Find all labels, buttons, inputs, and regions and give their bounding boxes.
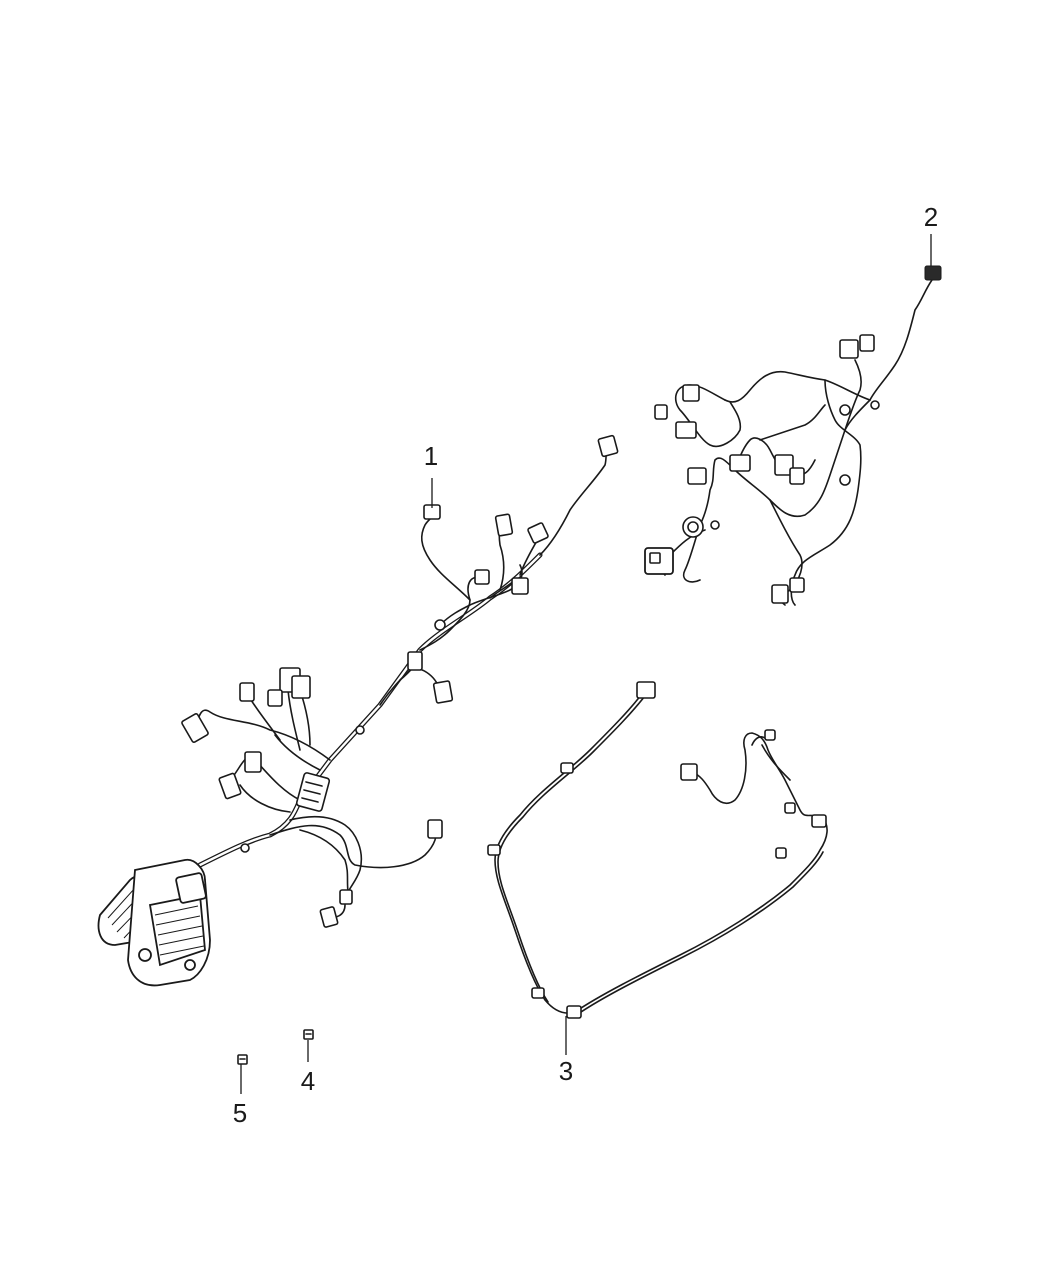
connector bbox=[474, 569, 490, 585]
connector bbox=[687, 467, 707, 485]
connector bbox=[427, 819, 443, 839]
connector bbox=[859, 334, 875, 352]
connector bbox=[527, 522, 549, 544]
clip bbox=[566, 1005, 582, 1019]
connector bbox=[644, 547, 674, 575]
clip bbox=[531, 987, 545, 999]
connector bbox=[654, 404, 668, 420]
clip bbox=[764, 729, 776, 741]
clip bbox=[487, 844, 501, 856]
connector bbox=[267, 689, 283, 707]
connector-block bbox=[295, 772, 331, 812]
connector bbox=[319, 906, 339, 928]
clip bbox=[775, 847, 787, 859]
connector bbox=[432, 680, 454, 704]
grommet bbox=[682, 516, 704, 538]
harness-grommet bbox=[97, 858, 211, 987]
connector bbox=[839, 339, 859, 359]
connector bbox=[244, 751, 262, 773]
callout-1: 1 bbox=[424, 441, 438, 471]
connector bbox=[924, 265, 942, 281]
connector bbox=[729, 454, 751, 472]
callout-3: 3 bbox=[559, 1056, 573, 1086]
connector bbox=[771, 584, 789, 604]
fastener-5 bbox=[237, 1054, 248, 1065]
connector bbox=[675, 421, 697, 439]
wiring-harness-1 bbox=[97, 434, 619, 987]
callout-5: 5 bbox=[233, 1098, 247, 1128]
connector bbox=[680, 763, 698, 781]
connector bbox=[407, 651, 423, 671]
connector bbox=[597, 434, 619, 458]
connector bbox=[682, 384, 700, 402]
connector bbox=[774, 454, 794, 476]
connector bbox=[218, 772, 242, 800]
connector bbox=[239, 682, 255, 702]
connector bbox=[291, 675, 311, 699]
wiring-harness-3 bbox=[487, 681, 828, 1019]
connector bbox=[494, 513, 514, 537]
clip bbox=[560, 762, 574, 774]
connector bbox=[511, 577, 529, 595]
connector bbox=[636, 681, 656, 699]
connector bbox=[339, 889, 353, 905]
clip bbox=[784, 802, 796, 814]
clip bbox=[811, 814, 827, 828]
connector bbox=[789, 577, 805, 593]
fastener-4 bbox=[303, 1029, 314, 1040]
wiring-harness-2 bbox=[644, 265, 942, 606]
connector bbox=[789, 467, 805, 485]
callout-2: 2 bbox=[924, 202, 938, 232]
callout-4: 4 bbox=[301, 1066, 315, 1096]
connector bbox=[181, 713, 209, 743]
